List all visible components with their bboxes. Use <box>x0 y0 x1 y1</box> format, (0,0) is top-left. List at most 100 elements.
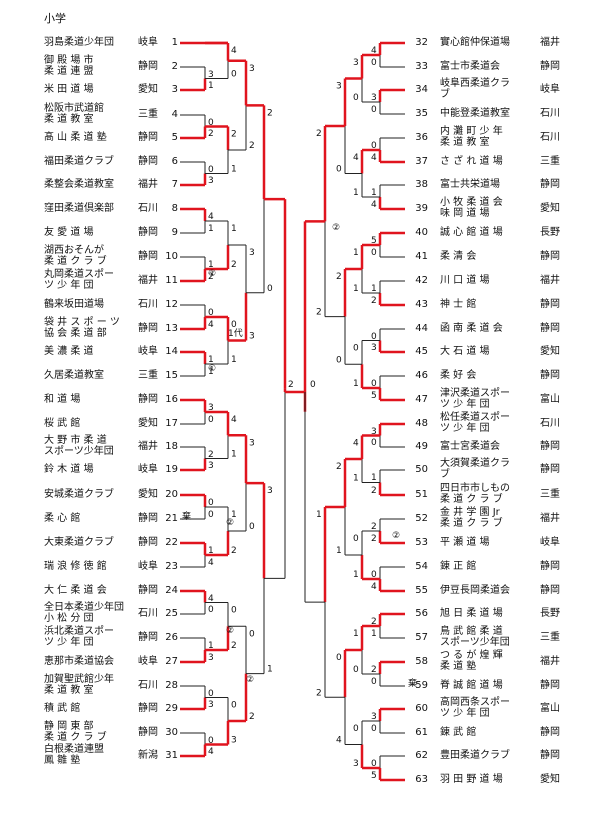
seed-number: 23 <box>165 561 178 572</box>
team-name: 柔 心 館 <box>44 513 81 524</box>
team-name: 平 瀬 道 場 <box>440 537 490 548</box>
team-name: 湖西おそんが 柔 道 ク ラ ブ <box>44 245 107 267</box>
score-label: 1 <box>371 188 377 198</box>
team-name: 友 愛 道 場 <box>44 227 94 238</box>
score-label: 3 <box>249 248 255 258</box>
score-label: 0 <box>371 570 377 580</box>
team-prefecture: 静岡 <box>540 299 560 310</box>
seed-number: 8 <box>171 203 178 214</box>
score-label: 2 <box>231 641 237 651</box>
score-label: 0 <box>208 498 214 508</box>
score-label: 1 <box>353 629 359 639</box>
team-prefecture: 福井 <box>540 513 560 524</box>
team-name: 大須賀柔道クラ ブ <box>440 458 510 480</box>
team-name: 桜 武 館 <box>44 418 81 429</box>
team-name: 實心館仲保道場 <box>440 37 510 48</box>
score-label: 0 <box>336 165 342 175</box>
team-name: 美 濃 柔 道 <box>44 346 94 357</box>
seed-number: 50 <box>415 464 428 475</box>
score-label: 5 <box>371 236 377 246</box>
team-prefecture: 静岡 <box>138 585 158 596</box>
score-label: 0 <box>208 736 214 746</box>
team-prefecture: 静岡 <box>540 464 560 475</box>
circled-note: ① <box>208 364 216 374</box>
team-name: 誠 心 館 道 場 <box>440 227 503 238</box>
team-name: 富士宮柔道会 <box>440 441 500 452</box>
team-name: 津沢柔道スポー ツ 少 年 団 <box>440 388 510 410</box>
score-label: 0 <box>371 677 377 687</box>
seed-number: 24 <box>165 585 178 596</box>
score-label: 2 <box>371 665 377 675</box>
score-label: 0 <box>208 165 214 175</box>
score-label: 0 <box>208 415 214 425</box>
score-label: 3 <box>249 332 255 342</box>
team-prefecture: 静岡 <box>540 179 560 190</box>
score-label: 1 <box>208 546 214 556</box>
team-name: 柔 清 会 <box>440 251 477 262</box>
score-label: 1 <box>231 224 237 234</box>
score-label: 2 <box>231 260 237 270</box>
score-label: 1 <box>353 248 359 258</box>
team-prefecture: 静岡 <box>138 537 158 548</box>
team-prefecture: 福井 <box>138 275 158 286</box>
team-name: 富士共栄道場 <box>440 179 500 190</box>
score-label: 0 <box>249 629 255 639</box>
team-name: 川 口 道 場 <box>440 275 490 286</box>
circled-note: ② <box>332 223 340 233</box>
seed-number: 33 <box>415 61 428 72</box>
seed-number: 44 <box>415 323 428 334</box>
score-label: 0 <box>267 284 273 294</box>
team-name: 松阪市武道館 柔 道 教 室 <box>44 103 104 125</box>
team-name: 四日市市しもの 柔 道 ク ラ ブ <box>440 483 510 505</box>
seed-number: 17 <box>165 418 178 429</box>
seed-number: 41 <box>415 251 428 262</box>
team-name: 錬 武 館 <box>440 727 477 738</box>
team-prefecture: 岐阜 <box>138 37 158 48</box>
score-label: 5 <box>371 771 377 781</box>
seed-number: 28 <box>165 680 178 691</box>
score-label: 2 <box>371 296 377 306</box>
score-label: 0 <box>208 118 214 128</box>
team-prefecture: 静岡 <box>138 61 158 72</box>
seed-number: 56 <box>415 608 428 619</box>
score-label: 0 <box>249 522 255 532</box>
score-label: 3 <box>231 736 237 746</box>
team-name: 鈴 木 道 場 <box>44 464 94 475</box>
seed-number: 61 <box>415 727 428 738</box>
score-label: 0 <box>231 70 237 80</box>
seed-number: 53 <box>415 537 428 548</box>
score-label: 3 <box>249 64 255 74</box>
team-prefecture: 静岡 <box>138 513 158 524</box>
seed-number: 12 <box>165 299 178 310</box>
team-name: 恵那市柔道協会 <box>44 656 114 667</box>
team-prefecture: 静岡 <box>540 750 560 761</box>
team-prefecture: 愛知 <box>138 418 158 429</box>
team-name: 大 仁 柔 道 会 <box>44 585 107 596</box>
score-label: 0 <box>371 438 377 448</box>
score-label: 1 <box>353 379 359 389</box>
team-prefecture: 岐阜 <box>138 561 158 572</box>
score-label: 0 <box>353 665 359 675</box>
score-label: 3 <box>353 58 359 68</box>
team-prefecture: 福井 <box>138 179 158 190</box>
score-label: 1 <box>231 510 237 520</box>
team-prefecture: 三重 <box>540 156 560 167</box>
score-label: 0 <box>336 355 342 365</box>
score-label: 2 <box>371 522 377 532</box>
seed-number: 54 <box>415 561 428 572</box>
score-label: 2 <box>371 617 377 627</box>
seed-number: 2 <box>171 61 178 72</box>
score-label: 2 <box>267 108 273 118</box>
score-label: 3 <box>371 93 377 103</box>
seed-number: 46 <box>415 370 428 381</box>
score-label: 3 <box>208 653 214 663</box>
score-label: 1 <box>371 473 377 483</box>
team-prefecture: 福井 <box>540 656 560 667</box>
team-name: 錬 正 館 <box>440 561 477 572</box>
seed-number: 9 <box>171 227 178 238</box>
score-label: 1 <box>208 641 214 651</box>
seed-number: 7 <box>171 179 178 190</box>
seed-number: 45 <box>415 346 428 357</box>
final-score-right: 0 <box>310 380 316 390</box>
score-label: 1 <box>208 260 214 270</box>
